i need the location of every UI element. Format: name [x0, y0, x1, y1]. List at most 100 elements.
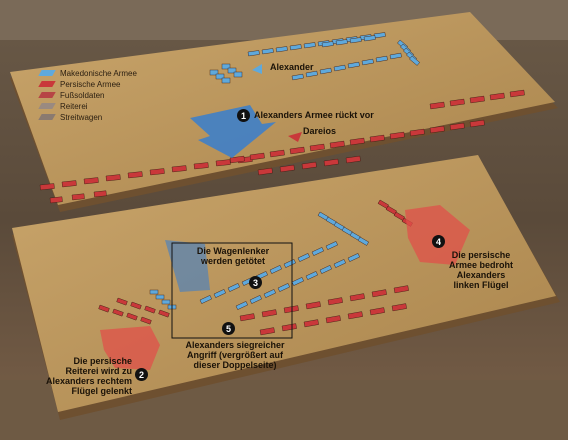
macedonian-unit: [289, 44, 302, 51]
macedonian-advance-arrow: [190, 105, 276, 158]
persian-unit: [105, 174, 121, 182]
macedonian-unit: [199, 295, 212, 304]
zoom-frame: [171, 242, 293, 339]
macedonian-unit: [333, 259, 346, 268]
macedonian-unit: [357, 236, 369, 246]
macedonian-unit: [233, 71, 243, 78]
macedonian-unit: [363, 35, 376, 42]
macedonian-unit: [311, 247, 324, 256]
dareios-flag: [288, 132, 302, 142]
legend-swatch-infantry: [38, 92, 56, 98]
macedonian-unit: [305, 271, 318, 280]
persian-unit: [116, 297, 128, 306]
macedonian-unit: [305, 70, 318, 78]
label-line: Die persische: [451, 250, 511, 260]
macedonian-unit: [303, 42, 316, 49]
macedonian-unit: [335, 39, 348, 46]
marker-5: 5: [222, 322, 235, 335]
persian-unit: [349, 293, 365, 302]
legend-cavalry: Reiterei: [38, 101, 88, 111]
label-step5: Alexanders siegreicher Angriff (vergröße…: [170, 340, 300, 370]
persian-unit: [93, 190, 107, 198]
persian-unit: [239, 313, 255, 322]
persian-unit: [327, 297, 343, 306]
macedonian-unit: [275, 46, 288, 53]
label-line: Flügel gelenkt: [71, 386, 132, 396]
legend-label: Fußsoldaten: [60, 90, 105, 100]
macedonian-unit: [221, 63, 231, 70]
macedonian-unit: [319, 67, 332, 75]
macedonian-unit: [333, 64, 346, 72]
persian-unit: [347, 311, 363, 320]
macedonian-unit: [349, 37, 362, 44]
label-dareios: Dareios: [303, 126, 337, 136]
macedonian-unit: [269, 265, 282, 274]
macedonian-unit: [149, 289, 159, 295]
legend-label: Streitwagen: [60, 112, 103, 122]
macedonian-unit: [361, 58, 374, 66]
persian-unit: [49, 196, 63, 204]
macedonian-unit: [249, 295, 262, 304]
macedonian-unit: [155, 294, 165, 300]
persian-unit: [391, 303, 407, 312]
persian-unit: [305, 301, 321, 310]
label-line: Armee bedroht: [448, 260, 513, 270]
label-step1: Alexanders Armee rückt vor: [254, 110, 374, 120]
marker-3: 3: [249, 276, 262, 289]
persian-unit: [171, 165, 187, 173]
persian-unit: [329, 140, 345, 149]
legend-label: Makedonische Armee: [60, 68, 137, 78]
persian-unit: [127, 171, 143, 179]
persian-unit: [140, 316, 152, 325]
label-alexander: Alexander: [270, 62, 314, 72]
macedonian-unit: [227, 283, 240, 292]
label-line: Alexanders siegreicher: [185, 340, 285, 350]
legend-label: Persische Armee: [60, 79, 121, 89]
macedonian-unit: [227, 67, 237, 74]
legend-swatch-chariots: [38, 114, 56, 120]
persian-unit: [144, 305, 156, 314]
persian-unit: [130, 301, 142, 310]
legend-persian: Persische Armee: [38, 79, 121, 89]
persian-unit: [71, 193, 85, 201]
persian-unit: [83, 177, 99, 185]
persian-unit: [469, 95, 485, 104]
label-line: Alexanders: [456, 270, 506, 280]
persian-unit: [389, 131, 405, 140]
persian-unit: [349, 137, 365, 146]
persian-unit: [249, 152, 265, 161]
persian-unit: [509, 89, 525, 98]
alexander-flag: [252, 64, 262, 74]
label-step3: Die Wagenlenker werden getötet: [172, 246, 294, 266]
persian-unit: [257, 167, 273, 176]
marker-2: 2: [135, 368, 148, 381]
legend-swatch-persian: [38, 81, 56, 87]
persian-unit: [449, 122, 465, 131]
label-line: Die persische: [73, 356, 132, 366]
macedonian-unit: [409, 55, 420, 66]
macedonian-unit: [277, 283, 290, 292]
persian-unit: [259, 327, 275, 336]
legend-infantry: Fußsoldaten: [38, 90, 105, 100]
macedonian-unit: [221, 77, 231, 84]
macedonian-unit: [291, 277, 304, 286]
persian-unit: [429, 101, 445, 110]
macedonian-unit: [291, 73, 304, 81]
label-line: dieser Doppelseite): [193, 360, 277, 370]
macedonian-unit: [261, 48, 274, 55]
movement-arrows: [100, 64, 470, 370]
persian-unit: [61, 180, 77, 188]
persian-unit: [303, 319, 319, 328]
marker-4: 4: [432, 235, 445, 248]
label-step2: Die persische Reiterei wird zu Alexander…: [20, 356, 132, 396]
persian-unit: [489, 92, 505, 101]
persian-unit: [269, 149, 285, 158]
persian-unit: [112, 308, 124, 317]
persian-unit: [409, 128, 425, 137]
army-units: [39, 32, 525, 336]
label-line: Angriff (vergrößert auf: [186, 350, 283, 360]
persian-unit: [229, 155, 245, 164]
persian-unit: [281, 323, 297, 332]
macedonian-unit: [235, 301, 248, 310]
macedonian-unit: [213, 289, 226, 298]
